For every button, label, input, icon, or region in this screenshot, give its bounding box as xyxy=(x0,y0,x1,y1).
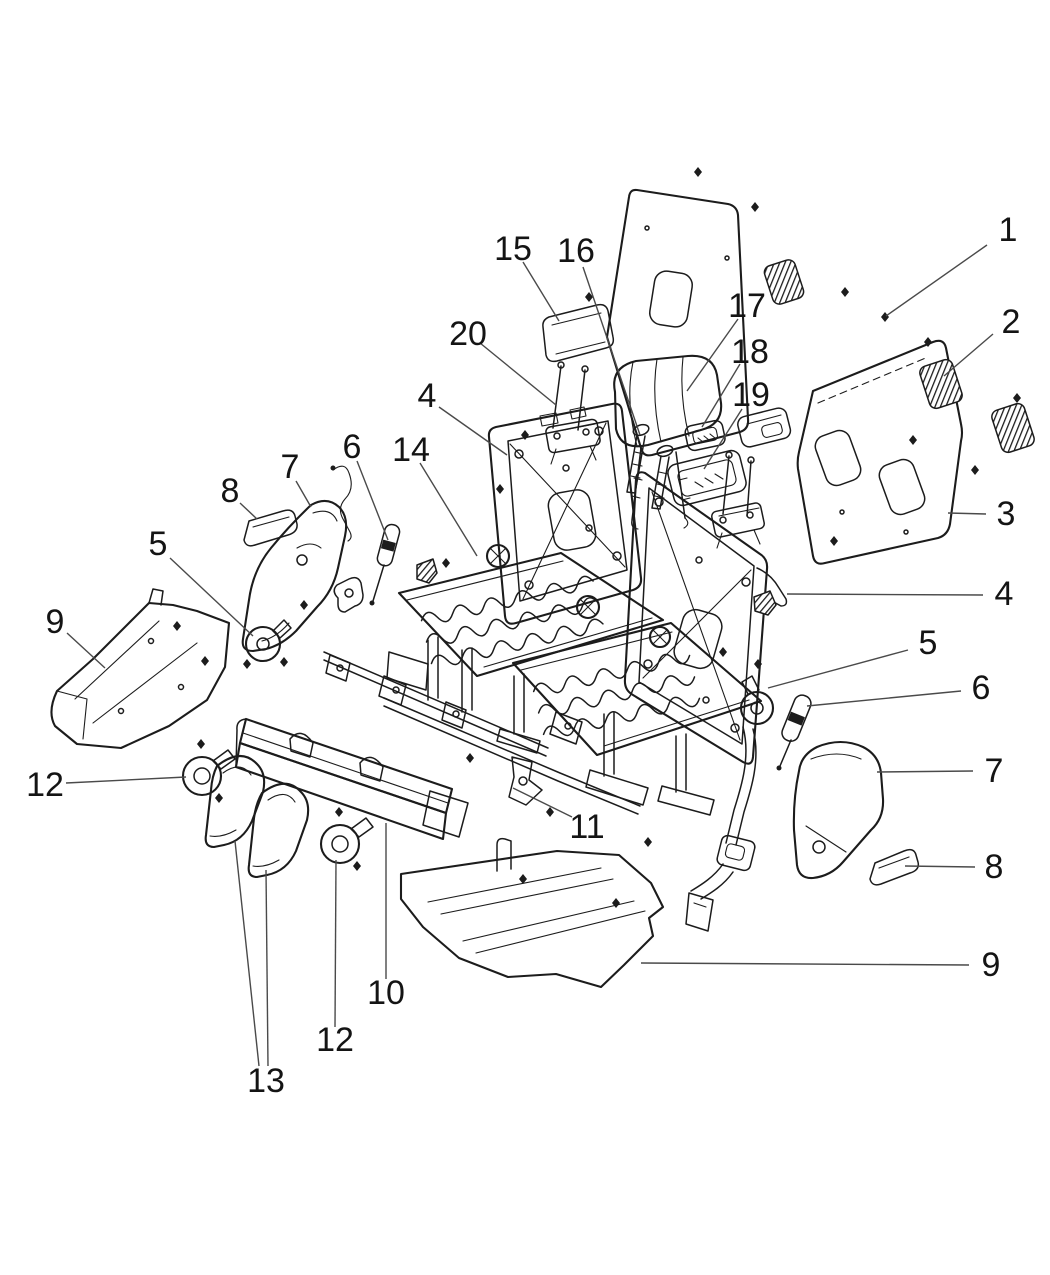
floor-carpet-rear xyxy=(399,837,665,989)
latch-bracket-left xyxy=(243,619,292,669)
callout-13: 13 xyxy=(247,1062,285,1100)
leader-line-2 xyxy=(943,333,994,377)
callout-leader-lines xyxy=(65,244,994,1067)
callout-15: 15 xyxy=(494,230,532,268)
latch-cover-small xyxy=(684,419,726,452)
leader-line-4 xyxy=(786,593,984,596)
seat-back-frame-left xyxy=(487,402,643,625)
leader-line-9 xyxy=(640,962,970,966)
leader-line-5 xyxy=(767,649,909,689)
leader-line-3 xyxy=(947,512,987,515)
leader-line-6 xyxy=(356,460,389,541)
headrest-guide-assembly-right xyxy=(711,451,765,549)
callout-5: 5 xyxy=(919,624,938,662)
leader-line-13 xyxy=(234,840,260,1067)
leader-line-16 xyxy=(582,266,641,436)
diagram-artwork xyxy=(50,167,1035,989)
floor-latch-striker xyxy=(508,756,554,817)
callout-5: 5 xyxy=(149,525,168,563)
armrest-cover-tray xyxy=(542,303,615,363)
leader-line-15 xyxy=(522,261,560,322)
leader-line-18 xyxy=(701,363,741,428)
leader-line-14 xyxy=(419,462,478,557)
frame-cable xyxy=(330,465,352,542)
cable-clip xyxy=(333,576,364,613)
leader-line-20 xyxy=(479,342,557,406)
release-handle-left xyxy=(243,509,298,547)
seat-cushion-pan-right xyxy=(511,621,763,757)
leader-line-1 xyxy=(885,244,988,317)
callout-4: 4 xyxy=(418,377,437,415)
riser-trim-right xyxy=(247,782,310,879)
callout-8: 8 xyxy=(221,472,240,510)
shoulder-bolts xyxy=(626,423,674,510)
callout-4: 4 xyxy=(995,575,1014,613)
latch-bezels xyxy=(763,259,1035,454)
leader-line-11 xyxy=(512,787,573,818)
seat-back-frame-right xyxy=(623,471,788,765)
seat-back-panel-center xyxy=(605,188,750,457)
leader-line-7 xyxy=(876,770,974,773)
headrest-guide-assembly-left xyxy=(545,361,601,465)
callout-12: 12 xyxy=(316,1021,354,1059)
leader-line-17 xyxy=(686,318,739,392)
leader-line-8 xyxy=(904,865,976,868)
release-handle-right xyxy=(869,848,920,886)
callout-11: 11 xyxy=(569,808,604,846)
callout-9: 9 xyxy=(982,946,1001,984)
callout-7: 7 xyxy=(985,752,1004,790)
leader-line-7 xyxy=(295,480,312,508)
leader-line-19 xyxy=(703,408,743,470)
hinge-latch-left xyxy=(181,739,236,803)
leader-line-12 xyxy=(65,776,187,784)
frame-base-and-legs xyxy=(323,636,715,816)
callout-6: 6 xyxy=(972,669,991,707)
callout-7: 7 xyxy=(281,448,300,486)
callout-8: 8 xyxy=(985,848,1004,886)
callout-14: 14 xyxy=(392,431,430,469)
strut-right xyxy=(776,694,812,771)
leader-line-6 xyxy=(806,690,962,707)
fasteners xyxy=(173,167,1021,847)
callout-17: 17 xyxy=(728,287,766,325)
leader-line-9 xyxy=(66,632,106,669)
seat-back-panel-right xyxy=(796,339,964,565)
callout-12: 12 xyxy=(26,766,64,804)
callout-18: 18 xyxy=(731,333,769,371)
callout-16: 16 xyxy=(557,232,595,270)
callout-2: 2 xyxy=(1002,303,1021,341)
floor-crossmember xyxy=(234,717,469,841)
callout-1: 1 xyxy=(999,211,1018,249)
riser-trim-left xyxy=(204,754,266,849)
leader-line-8 xyxy=(239,502,258,520)
leader-line-13 xyxy=(265,869,269,1067)
recliner-pivots xyxy=(485,543,672,649)
callout-6: 6 xyxy=(343,428,362,466)
latch-cover-upper-right xyxy=(737,407,792,448)
leader-line-12 xyxy=(334,859,337,1028)
floor-carpet-left xyxy=(50,588,231,750)
leader-line-5 xyxy=(169,557,254,637)
strut-left xyxy=(369,523,401,606)
seat-belt-and-buckle xyxy=(685,675,775,932)
hinge-latch-center xyxy=(319,807,374,871)
callout-19: 19 xyxy=(732,376,770,414)
seat-cushion-pan-left xyxy=(397,551,665,678)
leader-line-4 xyxy=(438,406,508,456)
callout-10: 10 xyxy=(367,974,405,1012)
side-shield-right xyxy=(792,740,885,880)
callout-20: 20 xyxy=(449,315,487,353)
callout-9: 9 xyxy=(46,603,65,641)
callout-3: 3 xyxy=(997,495,1016,533)
latch-cover-large xyxy=(667,449,747,507)
trim-clips-hatched xyxy=(416,558,777,616)
